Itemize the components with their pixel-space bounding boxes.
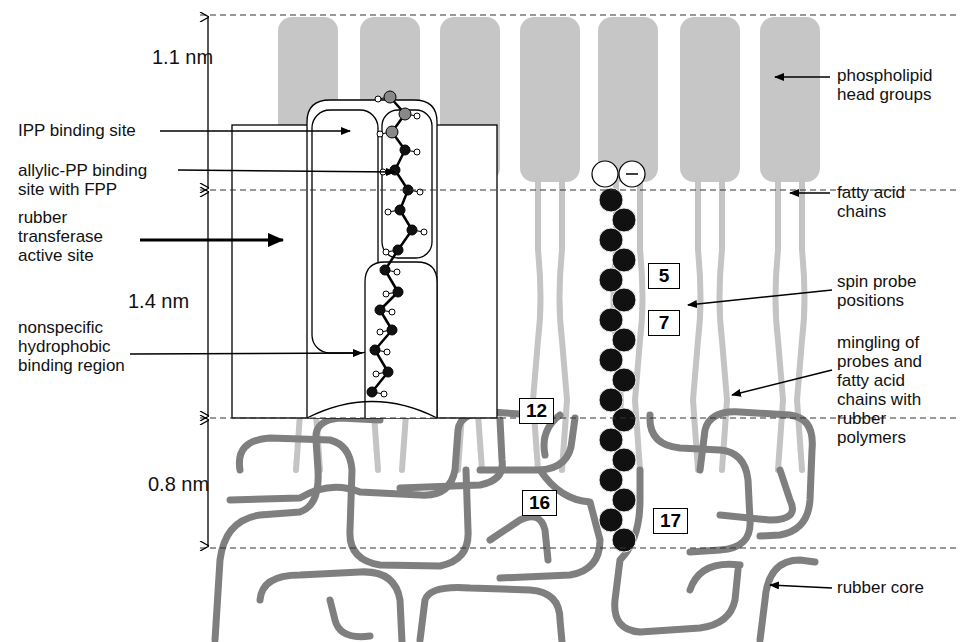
atom (390, 165, 400, 175)
atom (399, 108, 411, 120)
fatty-acid-chain (776, 180, 784, 470)
callout-number: 16 (529, 492, 550, 514)
atom (387, 325, 397, 335)
position-box: 7 (648, 310, 680, 336)
fatty-acid-chain (797, 180, 805, 470)
atom (393, 245, 403, 255)
atom (380, 265, 390, 275)
callout-number: 7 (655, 312, 673, 334)
charge-symbol (626, 173, 638, 175)
position-box: 17 (653, 508, 688, 534)
callout-label: mingling of probes and fatty acid chains… (837, 333, 952, 447)
atom (386, 126, 398, 138)
head-group (760, 17, 820, 182)
fatty-acid-chain (635, 180, 643, 470)
callout-label: phospholipid head groups (837, 66, 962, 104)
atom (367, 387, 377, 397)
callout-label: rubber core (837, 578, 957, 597)
rubber-transferase (232, 100, 497, 418)
callout-label: spin probe positions (837, 272, 952, 310)
probe-head-charged (619, 161, 645, 187)
fatty-acid-chain (560, 180, 568, 470)
hydrogen-atom (383, 291, 389, 297)
position-box: 16 (522, 490, 557, 516)
atom (370, 345, 380, 355)
hydrogen-atom (394, 269, 400, 275)
callout-number: 5 (655, 265, 673, 287)
hydrogen-atom (385, 209, 391, 215)
callout-label: IPP binding site (18, 121, 158, 140)
atom (407, 225, 417, 235)
rubber-polymers (215, 412, 815, 642)
head-group (598, 17, 658, 182)
hydrogen-atom (373, 371, 379, 377)
dimension-arrows (207, 17, 208, 546)
atom (395, 205, 405, 215)
head-group (520, 17, 580, 182)
hydrogen-atom (389, 309, 395, 315)
callout-label: allylic-PP binding site with FPP (18, 161, 178, 199)
spin-probe (592, 161, 645, 552)
hydrogen-atom (381, 391, 387, 397)
callout-number: 17 (660, 510, 681, 532)
atom (400, 145, 410, 155)
callout-label: rubber transferase active site (18, 208, 136, 265)
hydrogen-atom (384, 349, 390, 355)
hydrogen-atom (375, 96, 381, 102)
atom (384, 91, 396, 103)
leader-lines (130, 77, 832, 588)
position-box: 12 (519, 398, 554, 424)
hydrogen-atom (377, 131, 383, 137)
fpp-molecule (367, 91, 427, 397)
dimension-label: 1.4 nm (128, 290, 189, 312)
fatty-acid-chain (693, 180, 701, 470)
atom (375, 305, 385, 315)
hydrogen-atom (421, 229, 427, 235)
dimension-label: 0.8 nm (148, 473, 209, 495)
callout-number: 12 (526, 400, 547, 422)
atom (383, 367, 393, 377)
atom (393, 287, 403, 297)
position-box: 5 (648, 263, 680, 289)
callout-label: fatty acid chains (837, 183, 947, 221)
head-group (680, 17, 740, 182)
hydrogen-atom (414, 113, 420, 119)
callout-label: nonspecific hydrophobic binding region (18, 318, 130, 375)
fatty-acid-chain (533, 180, 541, 470)
hydrogen-atom (383, 249, 389, 255)
hydrogen-atom (414, 149, 420, 155)
probe-head (592, 161, 618, 187)
hydrogen-atom (377, 329, 383, 335)
dimension-label: 1.1 nm (152, 46, 213, 68)
fatty-acid-chain (720, 180, 728, 470)
